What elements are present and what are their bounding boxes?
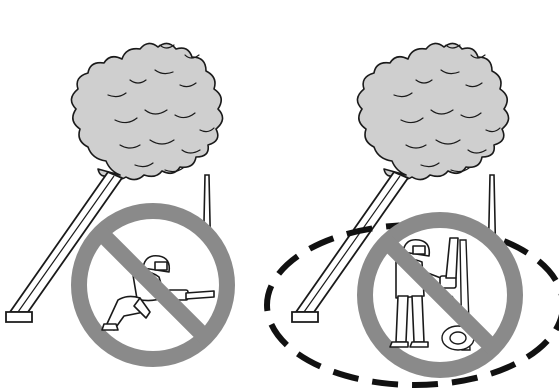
prohibition-icon (365, 220, 515, 370)
prohibition-icon (79, 211, 227, 359)
right-panel (267, 43, 559, 385)
left-panel (6, 43, 227, 359)
